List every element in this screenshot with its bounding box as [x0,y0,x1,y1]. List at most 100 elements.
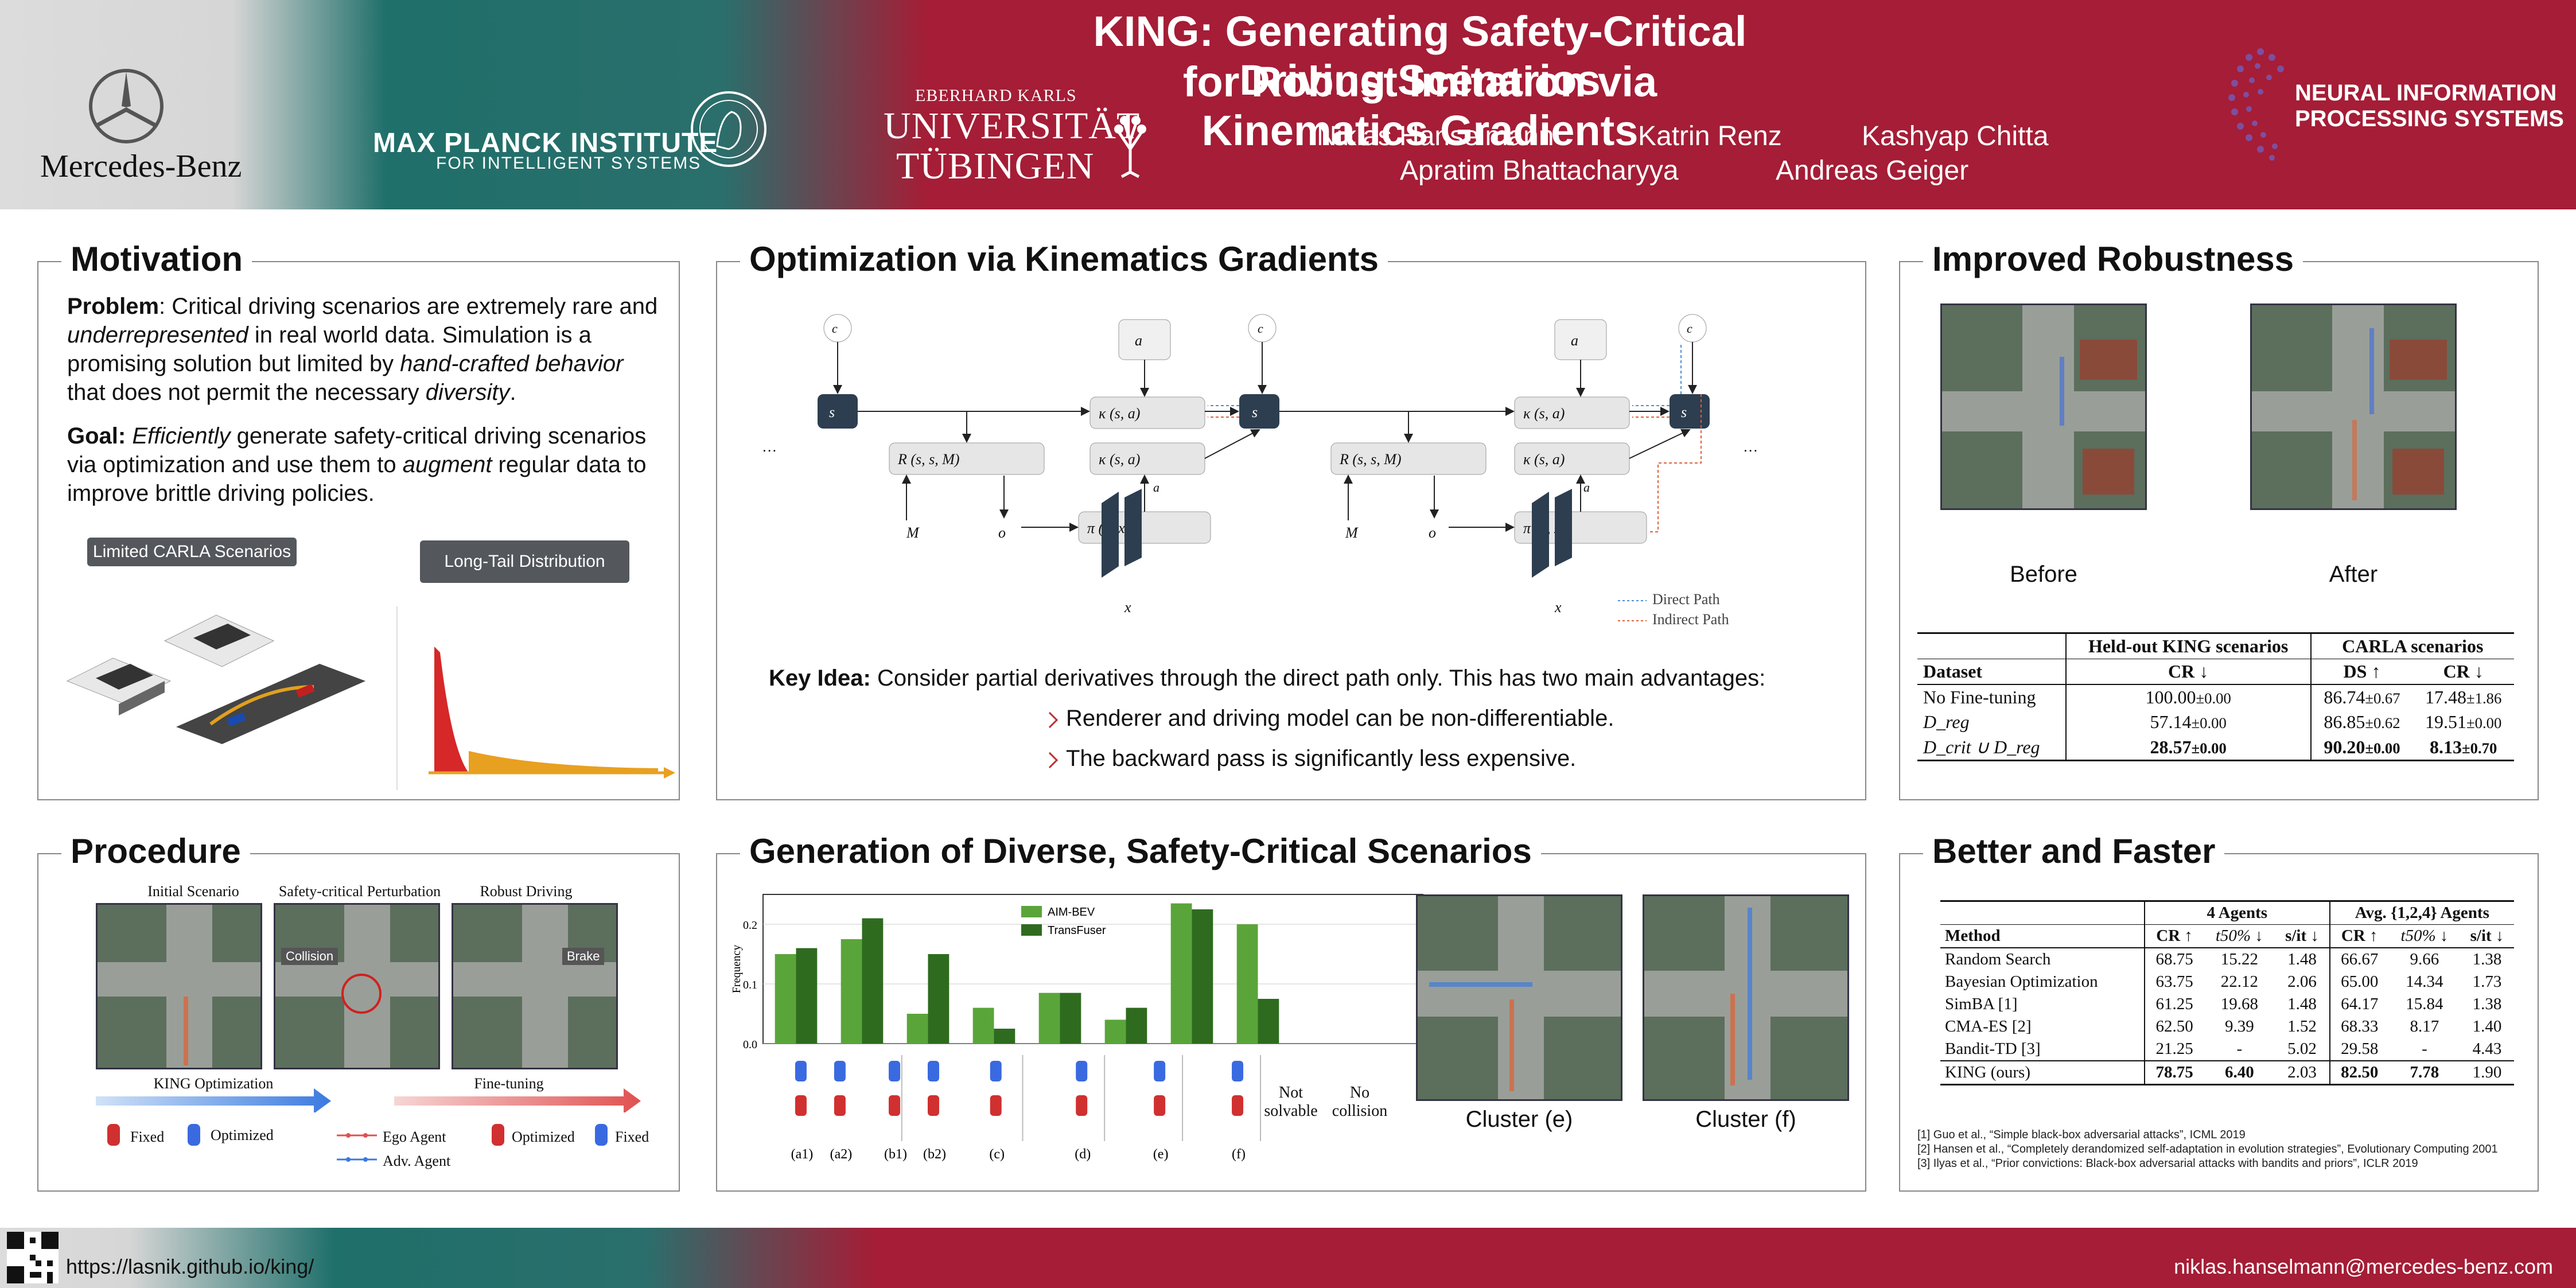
bf-method-name: Random Search [1940,948,2145,971]
before-aerial-image [1940,303,2147,510]
procedure-arrows [96,1088,641,1112]
scenario-label: (b2) [923,1147,946,1162]
legend-fixed: Fixed [130,1129,165,1145]
bf-method-name: Bayesian Optimization [1940,971,2145,993]
bf-method-name: CMA-ES [2] [1940,1015,2145,1038]
bf-cell: 65.00 [2341,972,2379,991]
bf-group-2: Avg. {1,2,4} Agents [2355,904,2489,922]
key-idea-text: Key Idea: Consider partial derivatives t… [769,664,1847,692]
bf-cell: 9.39 [2224,1017,2254,1036]
bf-cell: 7.78 [2410,1063,2439,1081]
highway-road [176,664,365,744]
reference-3: [3] Ilyas et al., “Prior convictions: Bl… [1917,1157,2418,1170]
kinematics-gradient-diagram: … … c c c s s s a a κ (s, a) κ (s, a) R … [763,314,1757,621]
tuebingen-tree-icon [1114,116,1146,178]
carla-scenarios-illustration [66,606,675,790]
table-row: D_reg 57.14±0.00 86.85±0.62 19.51±0.00 [1917,710,2514,734]
chevron-right-icon [1041,752,1059,769]
rob-row-name: D_reg [1917,710,2067,734]
project-url-link[interactable]: https://lasnik.github.io/king/ [66,1255,314,1278]
reference-1: [1] Guo et al., “Simple black-box advers… [1917,1129,2246,1141]
bf-cell: 82.50 [2341,1063,2379,1081]
legend-fixed-2: Fixed [615,1129,649,1145]
rob-col-dataset: Dataset [1917,659,2067,684]
cluster-f-label: Cluster (f) [1695,1107,1796,1132]
svg-text:κ (s, a): κ (s, a) [1099,451,1140,468]
rob-row-name: No Fine-tuning [1917,684,2067,710]
long-tail-chart [429,647,675,779]
bf-cell: 29.58 [2341,1040,2379,1058]
scenario-car-icon [795,1095,807,1116]
rob-cell-std: ±0.00 [2191,714,2227,731]
comparison-table: 4 Agents Avg. {1,2,4} Agents Method CR ↑… [1940,900,2514,1085]
bf-king-name: KING (ours) [1940,1061,2145,1085]
goal-em-1: Efficiently [132,423,231,449]
legend-label: AIM-BEV [1048,906,1095,919]
bf-col-cr-2: CR ↑ [2341,927,2378,945]
car-fixed-blue-icon [595,1124,608,1146]
rob-cell-std: ±0.00 [2191,739,2227,757]
cluster-e-label: Cluster (e) [1465,1107,1573,1132]
chevron-right-icon [1041,711,1059,729]
mercedes-star-logo [89,69,164,143]
bf-cell: 22.12 [2220,972,2258,991]
limited-carla-tag: Limited CARLA Scenarios [87,538,297,566]
bf-cell: 15.22 [2220,950,2258,968]
procedure-title: Procedure [61,831,250,871]
neurips-logo-line1: NEURAL INFORMATION [2295,80,2557,106]
bf-cell: 1.52 [2275,1015,2330,1038]
svg-text:R (s, s, M): R (s, s, M) [1339,451,1402,468]
qr-code-icon [7,1232,59,1283]
bf-col-cr: CR ↑ [2156,927,2193,945]
bar-aim-bev-2 [906,1014,928,1044]
bf-cell: 1.48 [2275,948,2330,971]
generation-title: Generation of Diverse, Safety-Critical S… [740,831,1541,871]
goal-em-2: augment [402,452,492,477]
after-label: After [2329,562,2378,587]
goal-text-a: generate safety-critical driving scenari… [67,423,647,477]
contact-email-link[interactable]: niklas.hanselmann@mercedes-benz.com [2174,1255,2553,1278]
perturbation-image: Collision [274,903,440,1069]
scenario-label: (f) [1232,1147,1246,1162]
legend-direct-path: Direct Path [1652,591,1720,608]
motivation-goal: Goal: Efficiently generate safety-critic… [67,422,658,508]
bf-cell: 63.75 [2155,972,2193,991]
legend-indirect-path: Indirect Path [1652,611,1729,628]
scenario-car-icon [1154,1061,1166,1081]
svg-text:κ (s, a): κ (s, a) [1099,405,1140,422]
cluster-e-image [1416,894,1622,1101]
author-2: Katrin Renz [1638,121,1782,151]
bf-cell: 6.40 [2224,1063,2254,1081]
mpi-logo-line1: MAX PLANCK INSTITUTE [373,128,718,158]
rob-group-1: Held-out KING scenarios [2065,633,2312,659]
rob-cell-std: ±0.00 [2196,690,2231,707]
svg-text:a: a [1153,480,1159,495]
bar-aim-bev-0 [775,954,796,1044]
rob-cell: 28.57 [2150,736,2192,757]
legend-label: TransFuser [1048,924,1106,937]
mercedes-logo-text: Mercedes-Benz [40,149,242,184]
bf-cell: 1.90 [2472,1063,2502,1081]
bf-cell: 1.38 [2472,995,2502,1013]
header-banner [0,0,2576,209]
rob-cell-std: ±0.70 [2462,739,2497,757]
mpi-seal-icon [691,91,766,167]
footer-banner [0,1228,2576,1288]
tuebingen-logo-line1: EBERHARD KARLS [915,86,1077,105]
neurips-logo-line2: PROCESSING SYSTEMS [2295,106,2564,131]
bf-cell: 21.25 [2155,1040,2193,1058]
bar-aim-bev-1 [840,939,862,1044]
svg-text:o: o [998,524,1006,541]
bf-cell: - [2236,1040,2243,1058]
bf-method-name: Bandit-TD [3] [1940,1038,2145,1061]
scenario-label: (d) [1075,1147,1091,1162]
bar-transfuser-2 [928,954,950,1044]
proc-label-initial: Initial Scenario [147,883,239,900]
bar-aim-bev-6 [1170,903,1192,1044]
proc-label-robust: Robust Driving [480,883,573,900]
bf-cell: 68.75 [2155,950,2193,968]
svg-text:x: x [1124,599,1131,616]
svg-text:κ (s, a): κ (s, a) [1523,405,1565,422]
collision-callout: Collision [281,948,338,965]
